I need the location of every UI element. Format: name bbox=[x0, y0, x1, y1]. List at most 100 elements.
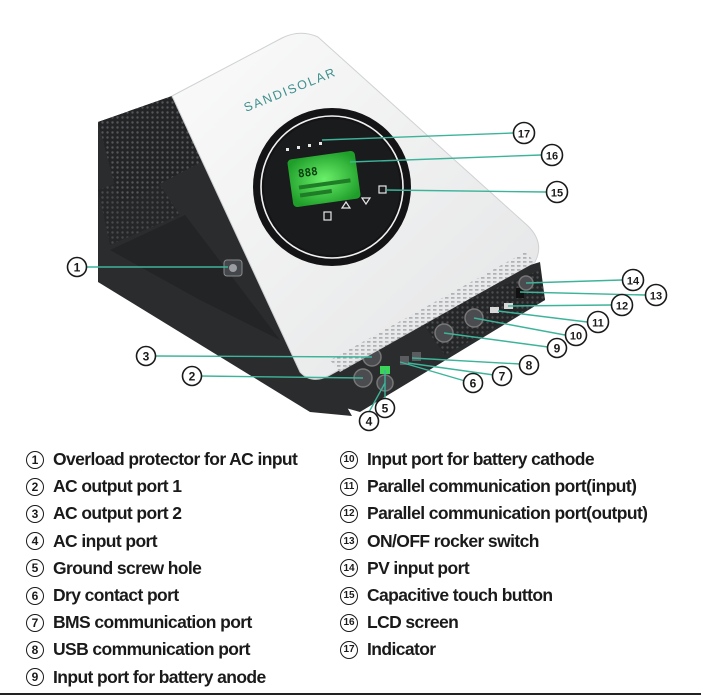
legend-item-9: 9 Input port for battery anode bbox=[26, 664, 297, 691]
legend-number: 2 bbox=[26, 477, 44, 496]
callout-10: 10 bbox=[564, 323, 588, 347]
touch-button-down-icon bbox=[360, 197, 372, 206]
legend-label: Capacitive touch button bbox=[367, 585, 553, 606]
callout-5: 5 bbox=[374, 397, 396, 419]
touch-button-up-icon bbox=[340, 200, 352, 209]
legend-item-14: 14 PV input port bbox=[340, 555, 647, 582]
svg-text:12: 12 bbox=[616, 301, 628, 313]
legend-item-15: 15 Capacitive touch button bbox=[340, 582, 647, 609]
legend-number: 10 bbox=[340, 450, 358, 469]
legend-label: Parallel communication port(output) bbox=[367, 503, 648, 524]
legend-item-11: 11 Parallel communication port(input) bbox=[340, 473, 647, 500]
callout-1: 1 bbox=[66, 256, 88, 278]
legend-label: AC output port 2 bbox=[53, 503, 182, 524]
lcd-screen: 888 bbox=[287, 151, 361, 207]
legend-label: Indicator bbox=[367, 639, 436, 660]
legend-number: 1 bbox=[26, 450, 44, 469]
svg-text:4: 4 bbox=[366, 415, 373, 429]
legend-item-4: 4 AC input port bbox=[26, 528, 297, 555]
legend-label: LCD screen bbox=[367, 612, 459, 633]
legend-label: Dry contact port bbox=[53, 585, 179, 606]
touch-button-enter-icon bbox=[323, 211, 332, 221]
overload-protector bbox=[223, 259, 243, 277]
bottom-rule bbox=[0, 693, 701, 695]
svg-text:11: 11 bbox=[592, 318, 604, 330]
legend-number: 6 bbox=[26, 586, 44, 605]
svg-text:7: 7 bbox=[499, 370, 506, 384]
legend-number: 11 bbox=[340, 477, 358, 496]
callout-9: 9 bbox=[546, 337, 568, 359]
callout-3: 3 bbox=[135, 345, 157, 367]
legend-label: BMS communication port bbox=[53, 612, 252, 633]
callout-2: 2 bbox=[181, 365, 203, 387]
legend-label: AC output port 1 bbox=[53, 476, 182, 497]
legend-item-7: 7 BMS communication port bbox=[26, 609, 297, 636]
legend-number: 14 bbox=[340, 559, 358, 578]
svg-text:6: 6 bbox=[470, 377, 477, 391]
legend-item-8: 8 USB communication port bbox=[26, 636, 297, 663]
inverter-diagram: SANDISOLAR 888 bbox=[66, 32, 668, 432]
touch-button-menu-icon bbox=[378, 185, 387, 194]
legend-label: AC input port bbox=[53, 530, 158, 551]
touch-buttons bbox=[323, 185, 387, 221]
callout-16: 16 bbox=[540, 143, 564, 167]
callout-markers: 1 2 3 4 5 6 7 8 9 10 11 12 13 14 15 16 1… bbox=[66, 121, 668, 432]
legend-number: 5 bbox=[26, 559, 44, 578]
callout-12: 12 bbox=[610, 293, 634, 317]
callout-4: 4 bbox=[358, 410, 380, 432]
svg-text:15: 15 bbox=[551, 188, 563, 200]
legend-item-10: 10 Input port for battery cathode bbox=[340, 446, 647, 473]
legend-item-3: 3 AC output port 2 bbox=[26, 500, 297, 527]
lcd-readout: 888 bbox=[297, 165, 318, 181]
svg-text:17: 17 bbox=[518, 129, 530, 141]
svg-text:16: 16 bbox=[546, 151, 558, 163]
callout-13: 13 bbox=[644, 283, 668, 307]
legend-label: Ground screw hole bbox=[53, 557, 202, 578]
legend-label: Input port for battery cathode bbox=[367, 449, 595, 470]
legend-number: 4 bbox=[26, 532, 44, 551]
callout-6: 6 bbox=[462, 372, 484, 394]
legend-label: Input port for battery anode bbox=[53, 666, 266, 687]
callout-8: 8 bbox=[518, 354, 540, 376]
legend-number: 9 bbox=[26, 668, 44, 687]
indicator-leds bbox=[286, 142, 322, 151]
legend-number: 7 bbox=[26, 613, 44, 632]
legend-number: 13 bbox=[340, 532, 358, 551]
leader-lines bbox=[87, 132, 646, 413]
svg-text:10: 10 bbox=[570, 331, 582, 343]
legend-item-2: 2 AC output port 1 bbox=[26, 473, 297, 500]
legend-number: 12 bbox=[340, 504, 358, 523]
svg-text:1: 1 bbox=[74, 261, 81, 275]
legend-item-16: 16 LCD screen bbox=[340, 609, 647, 636]
legend-number: 15 bbox=[340, 586, 358, 605]
legend-number: 3 bbox=[26, 504, 44, 523]
svg-text:5: 5 bbox=[382, 402, 389, 416]
callout-14: 14 bbox=[621, 268, 645, 292]
svg-text:8: 8 bbox=[526, 359, 533, 373]
legend-label: Parallel communication port(input) bbox=[367, 476, 637, 497]
legend-item-5: 5 Ground screw hole bbox=[26, 555, 297, 582]
svg-text:13: 13 bbox=[650, 291, 662, 303]
legend-item-1: 1 Overload protector for AC input bbox=[26, 446, 298, 473]
legend-item-13: 13 ON/OFF rocker switch bbox=[340, 528, 647, 555]
legend-number: 17 bbox=[340, 640, 358, 659]
callout-17: 17 bbox=[512, 121, 536, 145]
svg-text:3: 3 bbox=[143, 350, 150, 364]
legend-item-6: 6 Dry contact port bbox=[26, 582, 297, 609]
legend-item-17: 17 Indicator bbox=[340, 636, 647, 663]
legend-number: 8 bbox=[26, 640, 44, 659]
svg-text:2: 2 bbox=[189, 370, 196, 384]
legend-label: ON/OFF rocker switch bbox=[367, 530, 539, 551]
legend-label: USB communication port bbox=[53, 639, 250, 660]
legend-item-12: 12 Parallel communication port(output) bbox=[340, 500, 648, 527]
legend-number: 16 bbox=[340, 613, 358, 632]
callout-11: 11 bbox=[586, 310, 610, 334]
svg-text:14: 14 bbox=[627, 276, 640, 288]
svg-text:9: 9 bbox=[554, 342, 561, 356]
legend-label: Overload protector for AC input bbox=[53, 449, 298, 470]
legend-label: PV input port bbox=[367, 557, 470, 578]
callout-15: 15 bbox=[545, 180, 569, 204]
rocker-switch bbox=[516, 288, 524, 298]
callout-7: 7 bbox=[491, 365, 513, 387]
